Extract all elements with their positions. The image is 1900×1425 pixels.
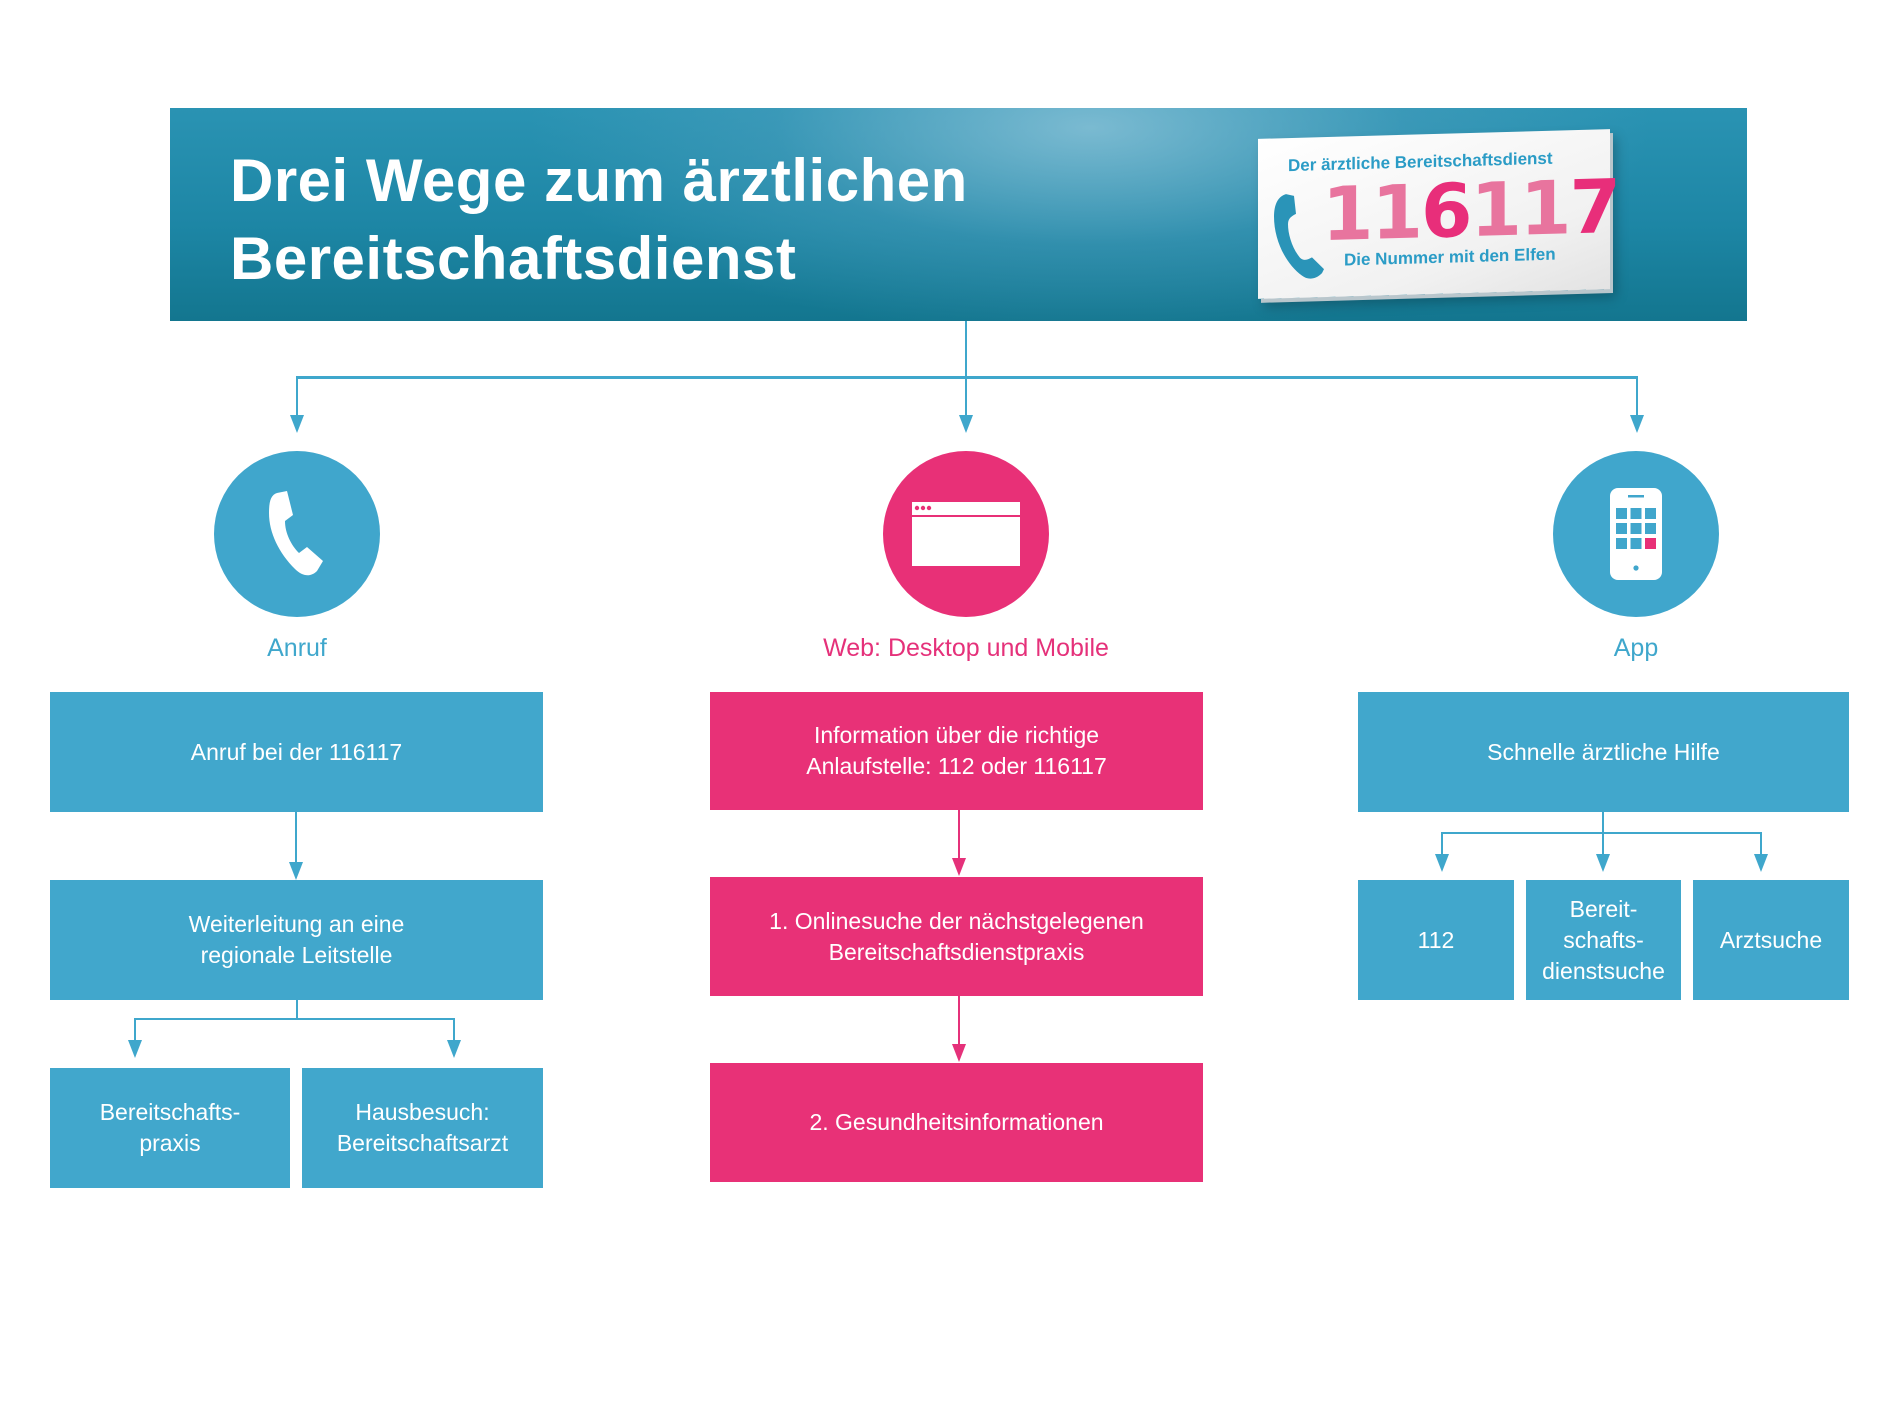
arrow-down-icon <box>1754 854 1768 872</box>
connector-line <box>296 376 1638 379</box>
phone-icon <box>269 491 323 576</box>
arrow-down-icon <box>128 1040 142 1058</box>
app-circle <box>1553 451 1719 617</box>
connector-line <box>1441 832 1443 856</box>
category-label-web: Web: Desktop und Mobile <box>823 634 1109 662</box>
arrow-down-icon <box>1435 854 1449 872</box>
step-text: Anlaufstelle: 112 oder 116117 <box>806 753 1107 779</box>
branch-box-bereitschaftsdienstsuche: Bereit- schafts- dienstsuche <box>1526 880 1681 1000</box>
connector-line <box>453 1018 455 1042</box>
step-box: Information über die richtige Anlaufstel… <box>710 692 1203 810</box>
page-title: Drei Wege zum ärztlichen Bereitschaftsdi… <box>230 142 968 298</box>
number-part: 11 <box>1322 169 1421 259</box>
step-text: 1. Onlinesuche der nächstgelegenen <box>769 907 1144 934</box>
step-box: Weiterleitung an eine regionale Leitstel… <box>50 880 543 1000</box>
connector-line <box>296 377 298 417</box>
branch-text: dienstsuche <box>1542 957 1665 984</box>
connector-line <box>1760 832 1762 856</box>
arrow-down-icon <box>447 1040 461 1058</box>
category-label-anruf: Anruf <box>267 634 327 662</box>
connector-line <box>295 812 297 864</box>
arrow-down-icon <box>1630 415 1644 433</box>
arrow-down-icon <box>959 415 973 433</box>
connector-line <box>958 996 960 1046</box>
connector-line <box>134 1018 136 1042</box>
hotline-badge: Der ärztliche Bereitschaftsdienst 116117… <box>1258 129 1619 299</box>
step-box: Schnelle ärztliche Hilfe <box>1358 692 1849 812</box>
branch-text: Bereitschafts- <box>99 1099 241 1125</box>
anruf-circle <box>214 451 380 617</box>
branch-text: schafts- <box>1563 926 1644 953</box>
number-part: 7 <box>1569 163 1619 252</box>
category-label-app: App <box>1613 634 1659 662</box>
phone-icon <box>1274 194 1324 279</box>
step-text: Weiterleitung an eine <box>188 911 405 937</box>
smartphone-app-icon <box>1610 488 1662 580</box>
arrow-down-icon <box>952 858 966 876</box>
connector-line <box>296 1000 298 1020</box>
branch-box-arztsuche: Arztsuche <box>1693 880 1849 1000</box>
connector-line <box>965 321 967 416</box>
arrow-down-icon <box>290 415 304 433</box>
arrow-down-icon <box>289 862 303 880</box>
browser-window-icon <box>912 502 1020 566</box>
title-line-1: Drei Wege zum ärztlichen <box>230 147 968 214</box>
title-line-2: Bereitschaftsdienst <box>230 225 797 292</box>
branch-text: Arztsuche <box>1719 926 1823 953</box>
branch-text: 112 <box>1417 926 1455 953</box>
branch-box-hausbesuch: Hausbesuch: Bereitschaftsarzt <box>302 1068 543 1188</box>
step-text: 2. Gesundheitsinformationen <box>809 1109 1104 1135</box>
web-circle <box>883 451 1049 617</box>
number-part: 6 <box>1420 167 1471 256</box>
connector-line <box>134 1018 455 1020</box>
number-part: 11 <box>1470 165 1570 254</box>
connector-line <box>1441 832 1762 834</box>
connector-line <box>1636 377 1638 417</box>
connector-line <box>1602 812 1604 857</box>
step-text: Information über die richtige <box>813 722 1100 748</box>
step-box: Anruf bei der 116117 <box>50 692 543 812</box>
step-text: Bereitschaftsdienstpraxis <box>828 938 1085 965</box>
step-text: regionale Leitstelle <box>200 942 393 968</box>
hotline-number: 116117 <box>1322 163 1619 259</box>
branch-text: Bereitschaftsarzt <box>336 1130 509 1156</box>
branch-text: Hausbesuch: <box>355 1099 490 1125</box>
connector-line <box>958 810 960 860</box>
step-text: Anruf bei der 116117 <box>190 738 403 765</box>
branch-text: praxis <box>139 1130 201 1156</box>
header-banner: Drei Wege zum ärztlichen Bereitschaftsdi… <box>170 108 1747 321</box>
branch-box-bereitschaftspraxis: Bereitschafts- praxis <box>50 1068 290 1188</box>
branch-box-112: 112 <box>1358 880 1514 1000</box>
arrow-down-icon <box>1596 854 1610 872</box>
arrow-down-icon <box>952 1044 966 1062</box>
branch-text: Bereit- <box>1569 895 1638 922</box>
step-box: 1. Onlinesuche der nächstgelegenen Berei… <box>710 877 1203 996</box>
step-text: Schnelle ärztliche Hilfe <box>1487 738 1720 765</box>
step-box: 2. Gesundheitsinformationen <box>710 1063 1203 1182</box>
